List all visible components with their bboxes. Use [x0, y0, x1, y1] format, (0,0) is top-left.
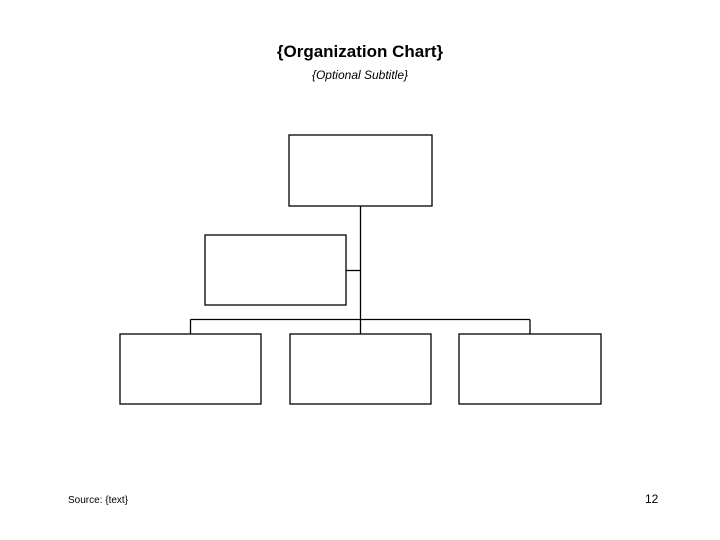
- org-node-child-2[interactable]: [289, 333, 432, 405]
- slide-subtitle[interactable]: {Optional Subtitle}: [311, 68, 409, 82]
- page-number: 12: [645, 492, 659, 506]
- org-node-child-1[interactable]: [119, 333, 262, 405]
- source-text[interactable]: Source: {text}: [68, 495, 129, 506]
- org-node-root[interactable]: [288, 134, 433, 207]
- org-node-assistant[interactable]: [204, 234, 347, 306]
- slide-title[interactable]: {Organization Chart}: [276, 42, 444, 61]
- org-node-child-3[interactable]: [458, 333, 602, 405]
